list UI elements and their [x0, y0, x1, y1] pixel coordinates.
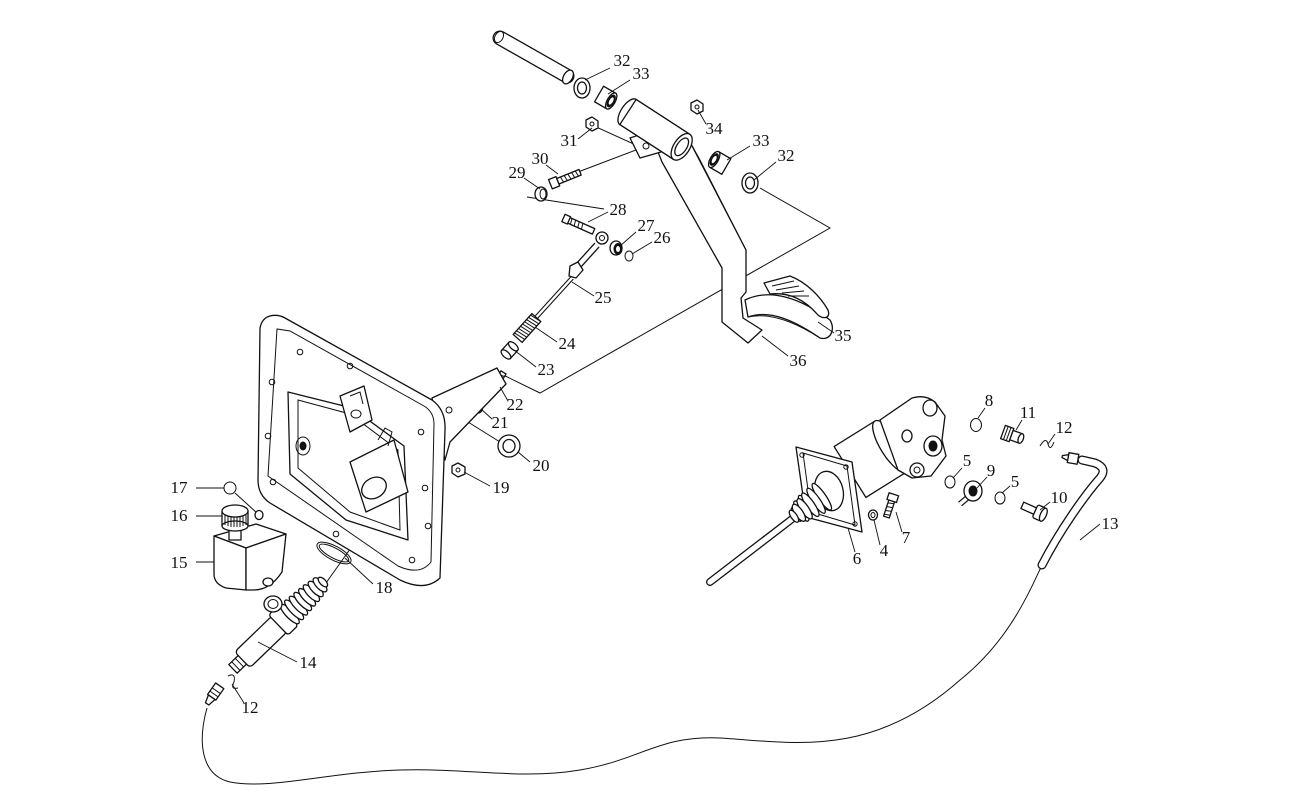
callout-5-a: 5	[963, 451, 972, 470]
spring-24	[512, 312, 542, 344]
callout-10: 10	[1051, 488, 1068, 507]
callout-11: 11	[1020, 403, 1036, 422]
callout-29: 29	[509, 163, 526, 182]
nut-31	[585, 116, 599, 132]
o-ring-5-b	[994, 491, 1006, 505]
callout-13: 13	[1102, 514, 1119, 533]
banjo-fitting-9	[958, 480, 983, 507]
clip-26	[624, 250, 634, 262]
banjo-bolt-10	[1020, 501, 1048, 522]
master-cylinder-inlet-port	[263, 595, 283, 613]
washer-32-top	[573, 77, 591, 99]
fluid-reservoir-15	[213, 523, 287, 591]
o-ring-5-a	[944, 475, 956, 489]
slave-cylinder-pushrod	[706, 512, 800, 586]
leader-lines	[196, 67, 1101, 704]
clip-12-right	[1039, 440, 1055, 448]
callout-35: 35	[835, 326, 852, 345]
callout-24: 24	[559, 334, 577, 353]
callout-26: 26	[654, 228, 671, 247]
callout-12-left: 12	[242, 698, 259, 717]
callout-34: 34	[706, 119, 724, 138]
bushing-27	[609, 240, 623, 256]
callout-9: 9	[987, 461, 996, 480]
callout-25: 25	[595, 288, 612, 307]
bolt-30	[547, 168, 582, 190]
callout-28: 28	[610, 200, 627, 219]
clevis-pin-28	[561, 213, 596, 235]
callout-20: 20	[533, 456, 550, 475]
pushrod-25	[530, 231, 609, 324]
callout-19: 19	[493, 478, 510, 497]
washer-32-right	[741, 172, 759, 194]
reservoir-cap-16	[221, 504, 249, 541]
callout-8: 8	[985, 391, 994, 410]
pedal-hub	[617, 98, 693, 161]
callout-5-b: 5	[1011, 472, 1020, 491]
fitting-11	[999, 424, 1025, 444]
nut-19	[451, 462, 466, 478]
pedal-mounting-plate	[257, 314, 507, 587]
callout-33-top: 33	[633, 64, 650, 83]
callout-33-right: 33	[753, 131, 770, 150]
hydraulic-line	[201, 452, 1108, 785]
slave-cylinder-valve-housing	[879, 396, 947, 479]
callout-30: 30	[532, 149, 549, 168]
washer-20	[497, 434, 521, 458]
callout-32-top: 32	[614, 51, 631, 70]
callout-16: 16	[171, 506, 188, 525]
pivot-shaft	[492, 30, 575, 85]
callout-14: 14	[300, 653, 318, 672]
callout-32-right: 32	[778, 146, 795, 165]
master-cylinder-14	[228, 576, 329, 674]
washer-4	[867, 509, 879, 521]
slave-cylinder-boot-front	[788, 482, 833, 523]
clip-17	[223, 481, 264, 521]
pedal-shoe-36	[744, 294, 834, 340]
callout-7: 7	[902, 528, 911, 547]
o-ring-8	[970, 418, 982, 432]
callout-17: 17	[171, 478, 189, 497]
pedal-pad-35	[763, 275, 830, 319]
callout-21: 21	[492, 413, 509, 432]
callout-23: 23	[538, 360, 555, 379]
callout-31: 31	[561, 131, 578, 150]
callout-6: 6	[853, 549, 862, 568]
callout-12-right: 12	[1056, 418, 1073, 437]
pedal-arm	[629, 127, 763, 344]
line-end-fitting	[1061, 452, 1080, 465]
callout-22: 22	[507, 395, 524, 414]
stop-bracket	[339, 385, 373, 433]
bushing-33-right	[707, 150, 732, 175]
callout-4: 4	[880, 541, 889, 560]
nut-34	[690, 99, 704, 115]
callout-15: 15	[171, 553, 188, 572]
fitting-12-left	[204, 674, 239, 706]
pin-head-29	[534, 186, 548, 202]
bolt-7	[882, 492, 900, 519]
bushing-33-top	[593, 85, 618, 110]
callout-27: 27	[638, 216, 656, 235]
callout-18: 18	[376, 578, 393, 597]
callout-labels: 32 33 31 34 30 29 33 32 28 27 26 25 24 2…	[171, 51, 1119, 717]
boot-23	[500, 341, 519, 360]
callout-36: 36	[790, 351, 807, 370]
